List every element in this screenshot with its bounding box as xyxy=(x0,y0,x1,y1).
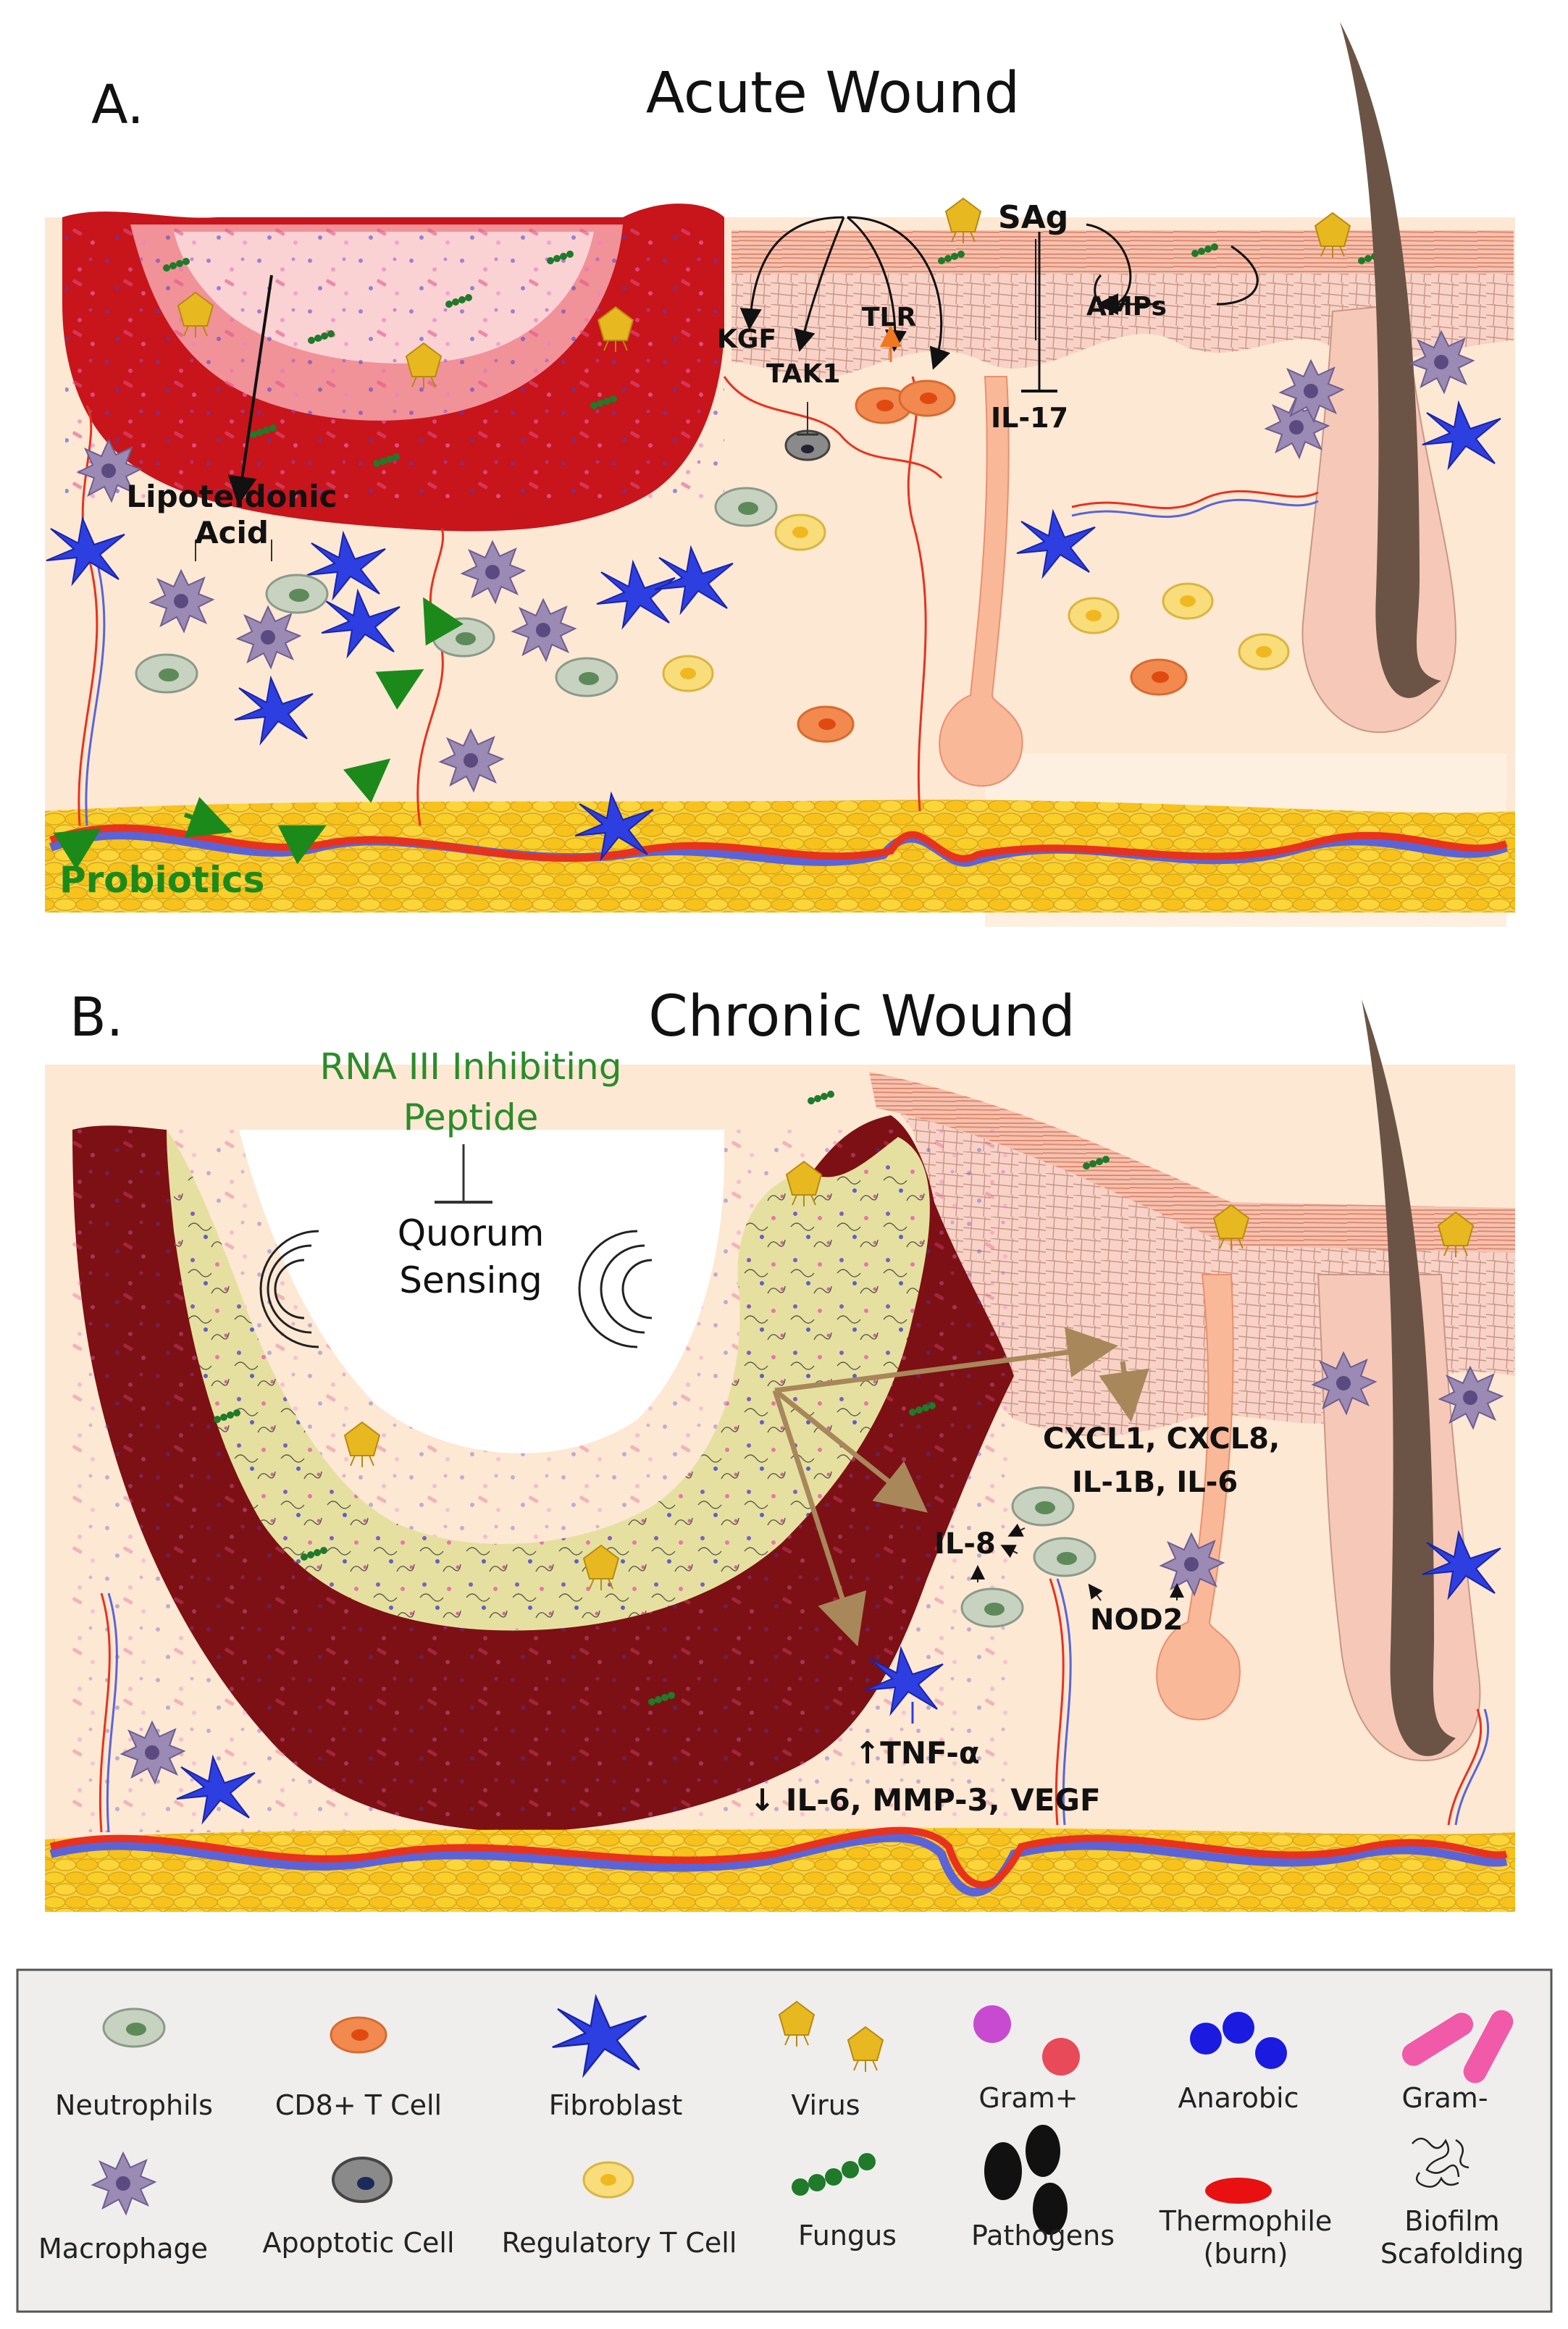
label-rna-line2: Peptide xyxy=(403,1096,539,1138)
treg-icon xyxy=(582,2161,634,2199)
label-lipoteichoic: Lipoteidonic xyxy=(126,479,337,514)
gram-negative-icon xyxy=(1401,2010,1514,2083)
label-cxcl-line1: CXCL1, CXCL8, xyxy=(1043,1422,1280,1456)
panel-a: A. Acute Wound Lipoteidonic Acid KGF TAK… xyxy=(45,22,1515,927)
legend-label-pathogens: Pathogens xyxy=(971,2220,1115,2252)
legend-label-cd8: CD8+ T Cell xyxy=(275,2089,442,2121)
fungus-icon xyxy=(792,2153,876,2196)
legend-label-gram-neg: Gram- xyxy=(1401,2082,1488,2114)
pathogens-icon xyxy=(984,2125,1068,2235)
legend-label-macrophage: Macrophage xyxy=(38,2233,208,2265)
label-il6: ↓ IL-6, MMP-3, VEGF xyxy=(750,1782,1101,1818)
panel-b: B. Chronic Wound RNA III Inhibiting Pept… xyxy=(45,984,1515,1912)
probiotic-arrows xyxy=(53,597,464,870)
legend-label-neutrophils: Neutrophils xyxy=(55,2089,213,2121)
label-tnf: ↑TNF-α xyxy=(855,1735,980,1771)
label-kgf: KGF xyxy=(717,324,776,354)
arrows-a xyxy=(195,216,1259,561)
thermophile-icon xyxy=(1205,2178,1272,2204)
label-amps: AMPs xyxy=(1086,292,1167,322)
label-rna-line1: RNA III Inhibiting xyxy=(320,1046,622,1088)
legend-label-fungus: Fungus xyxy=(798,2220,897,2252)
label-tlr: TLR xyxy=(862,303,916,332)
label-quorum-line1: Quorum xyxy=(398,1212,545,1254)
label-nod2: NOD2 xyxy=(1090,1603,1183,1637)
legend-label-fibroblast: Fibroblast xyxy=(549,2089,682,2121)
label-il8: IL-8 xyxy=(934,1527,996,1561)
label-sag: SAg xyxy=(998,199,1068,236)
legend-label-gram-pos: Gram+ xyxy=(978,2082,1078,2114)
apoptotic-icon xyxy=(332,2157,393,2203)
label-acid: Acid xyxy=(195,515,269,550)
label-probiotics: Probiotics xyxy=(59,859,264,901)
quorum-rings-right xyxy=(578,1230,653,1348)
anarobic-icon xyxy=(1190,2012,1287,2069)
panel-b-title: Chronic Wound xyxy=(648,984,1075,1049)
label-cxcl-line2: IL-1B, IL-6 xyxy=(1072,1466,1238,1499)
label-tak1: TAK1 xyxy=(766,359,841,389)
arrows-b xyxy=(772,1327,1149,1647)
panel-b-letter: B. xyxy=(70,986,123,1049)
legend-label-biofilm1: Biofilm xyxy=(1404,2205,1499,2237)
biofilm-icon xyxy=(1412,2137,1470,2188)
gram-positive-icon xyxy=(973,2005,1080,2076)
legend-label-apoptotic: Apoptotic Cell xyxy=(262,2227,454,2259)
cd8-icon xyxy=(330,2016,387,2054)
panel-a-letter: A. xyxy=(91,74,144,136)
cells-a xyxy=(46,331,1501,860)
legend-label-treg: Regulatory T Cell xyxy=(502,2227,737,2259)
legend-label-anarobic: Anarobic xyxy=(1178,2082,1299,2114)
legend-label-thermo1: Thermophile xyxy=(1159,2205,1333,2237)
legend-label-biofilm2: Scafolding xyxy=(1380,2238,1524,2270)
label-il17: IL-17 xyxy=(991,402,1068,434)
panel-a-title: Acute Wound xyxy=(646,61,1020,126)
neutrophil-icon xyxy=(102,2007,166,2048)
legend-label-thermo2: (burn) xyxy=(1204,2238,1288,2270)
quorum-rings-left xyxy=(259,1230,319,1348)
legend: Neutrophils CD8+ T Cell Fibroblast Virus… xyxy=(16,1968,1553,2313)
label-quorum-line2: Sensing xyxy=(399,1259,542,1301)
legend-label-virus: Virus xyxy=(791,2089,860,2121)
